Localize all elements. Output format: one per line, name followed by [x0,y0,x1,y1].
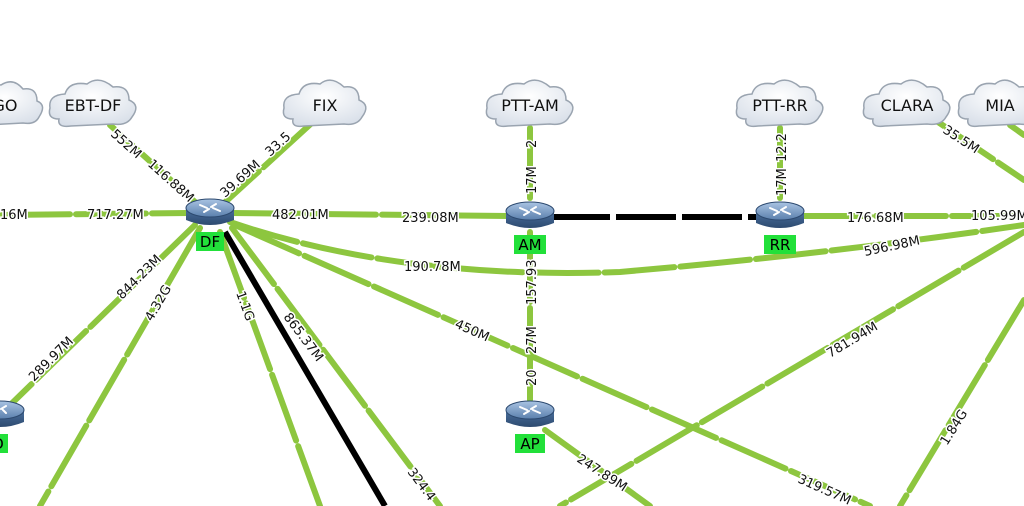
router-label: AM [518,236,541,254]
router-label: AP [520,435,539,453]
link-label: 39.69M [218,157,264,201]
cloud-label: MIA [985,96,1015,115]
cloud-icon [48,79,137,128]
router-tag [515,434,545,453]
cloud-ptt-rr[interactable]: PTT-RR [735,79,824,128]
cloud-label: PTT-RR [752,96,807,115]
router-icon [185,198,235,225]
link-label: 190.78M [404,260,461,275]
cloud-icon [862,79,951,128]
link-df-left[interactable] [2,222,198,413]
link-df-downright[interactable] [229,225,443,506]
router-rr[interactable]: RR [755,201,805,254]
cloud-icon [735,79,824,128]
link-label: 482.01M [272,208,329,223]
link-label: 16M [0,208,28,223]
link-label: 324.4 [404,465,438,504]
link-label: 27M [525,326,540,354]
link-right-bottom-2[interactable] [897,297,1024,506]
link-label: 17M [525,166,540,194]
link-label: 239.08M [402,211,459,226]
router-icon [505,400,555,427]
link-mia-right[interactable] [1007,122,1024,138]
link-label: 105.99M [971,209,1024,224]
link-go-df[interactable] [0,210,193,218]
cloud-icon [282,79,367,128]
cloud-clara[interactable]: CLARA [862,79,951,128]
link-label: 20 [525,369,540,386]
link-label: 12.2 [775,133,790,162]
link-label: 176.68M [847,211,904,226]
link-label: 17M [775,168,790,196]
router-label: DF [200,233,220,251]
cloud-ptt-am[interactable]: PTT-AM [485,79,574,128]
cloud-label: FIX [313,96,338,115]
cloud-label: PTT-AM [501,96,559,115]
link-right-bottom[interactable] [557,229,1024,506]
cloud-icon [485,79,574,128]
link-ebtdf-df[interactable] [107,122,198,205]
link-df-right-curve[interactable] [227,219,1024,276]
link-label: 35.5M [940,123,982,157]
cloud-fix[interactable]: FIX [282,79,367,128]
router-am[interactable]: AM [505,201,555,254]
cloud-label: EBT-DF [65,96,122,115]
link-clara-right[interactable] [932,117,1024,183]
link-label: 319.57M [795,472,853,506]
router-tag [0,434,8,453]
router-icon [755,201,805,228]
router-tag [514,235,546,254]
router-left[interactable]: D [0,400,25,453]
link-label: 247.89M [574,452,630,495]
router-tag [196,232,224,251]
link-label: 289.97M [26,334,77,385]
router-label: RR [770,236,791,254]
cloud-go[interactable]: GO [0,81,44,126]
link-df-am[interactable] [227,210,513,219]
router-tag [764,235,796,254]
router-ap[interactable]: AP [505,400,555,453]
link-df-down-black[interactable] [222,230,388,506]
link-ap-bottom[interactable] [542,427,653,506]
router-icon [505,201,555,228]
link-fix-df[interactable] [219,117,318,208]
link-label: 781.94M [824,319,880,361]
cloud-mia[interactable]: MIA [957,79,1024,128]
cloud-icon [0,81,44,125]
link-label: 450M [452,317,491,345]
link-df-downleft[interactable] [37,225,203,506]
cloud-label: GO [0,96,18,115]
link-df-long[interactable] [232,222,873,506]
link-label: 1.84G [938,407,971,448]
router-df[interactable]: DF [185,198,235,251]
link-label: 4.32G [142,283,175,324]
link-label: 596.98M [863,233,922,259]
link-label: 2 [525,140,540,148]
cloud-ebt-df[interactable]: EBT-DF [48,79,137,128]
link-label: 717.27M [87,208,144,223]
link-label: 552M [107,127,144,162]
link-label: 116.88M [144,157,196,206]
router-icon [0,400,25,427]
link-label: 157.93 [525,260,540,306]
link-df-down[interactable] [217,229,323,506]
cloud-label: CLARA [881,96,934,115]
link-label: 1.1G [232,289,257,323]
router-label: D [0,435,4,453]
